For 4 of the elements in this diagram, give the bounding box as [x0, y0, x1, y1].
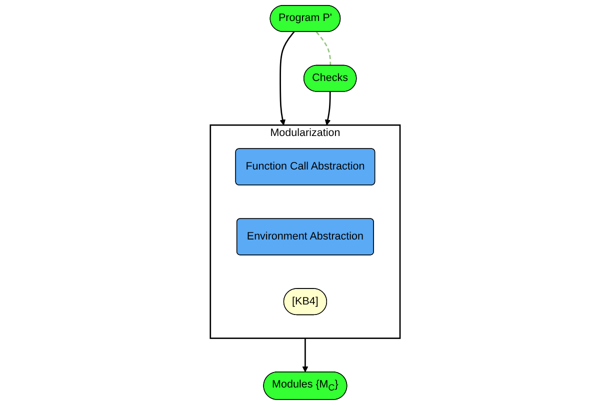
arrow [302, 338, 308, 372]
arrow [325, 91, 332, 126]
arrow [280, 31, 296, 126]
connector [316, 32, 332, 66]
